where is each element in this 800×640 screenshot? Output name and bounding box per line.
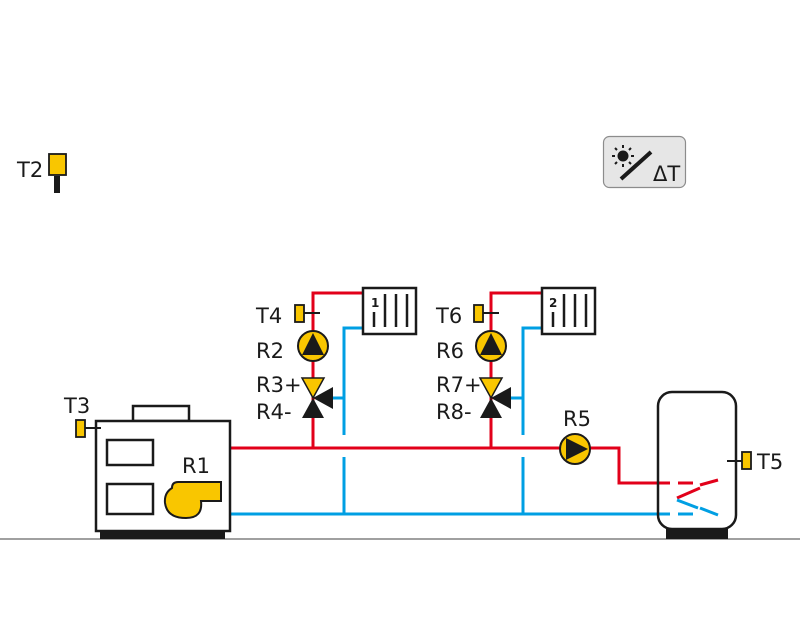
sensor-label-t4: T4 [255,304,282,328]
boiler-door-upper [105,438,155,467]
circuit2-hot-pipe [489,291,542,448]
boiler-base [100,531,225,539]
heating-circuit-2: 2 T6 R6 R7+ R8- [435,286,597,424]
fan-icon [163,481,222,520]
circuit1-cold-pipe [342,326,363,435]
mixing-valve-icon [478,377,511,418]
relay-label-r2: R2 [256,339,284,363]
relay-label-r6: R6 [436,339,464,363]
relay-label-r1: R1 [182,454,210,478]
temperature-sensor-icon [741,451,752,470]
relay-label-r7: R7+ [436,373,482,397]
delta-t-label: ΔT [653,162,680,186]
solar-delta-t-button[interactable]: ΔT [602,135,687,189]
mixing-valve-icon [300,377,333,418]
relay-label-r4: R4- [256,400,292,424]
sun-icon [612,145,634,167]
outdoor-sensor: T2 [16,153,67,193]
tank-coil [658,478,719,517]
pump-icon [475,330,507,362]
tank-pump: R5 [559,407,591,465]
storage-tank: T5 [656,390,783,539]
pump-icon [297,330,329,362]
sensor-stem [54,176,60,193]
boiler-door-lower [105,482,155,516]
temperature-sensor-icon [294,304,305,323]
tank-base [666,529,728,539]
sensor-label-t3: T3 [63,394,90,418]
temperature-sensor-icon [75,419,86,438]
relay-label-r3: R3+ [256,373,302,397]
relay-label-r5: R5 [563,407,591,431]
temperature-sensor-icon [48,153,67,176]
heating-circuit-1: 1 T4 R2 R3+ R4- [255,286,418,424]
temperature-sensor-icon [473,304,484,323]
pump-icon [559,433,591,465]
sensor-label-t6: T6 [435,304,462,328]
solar-panel-icon [619,150,653,181]
circuit2-cold-pipe [521,326,542,435]
boiler: R1 [94,404,232,539]
sensor-label-t5: T5 [756,450,783,474]
boiler-top [131,404,191,423]
relay-label-r8: R8- [436,400,472,424]
circuit-number: 2 [549,296,557,310]
circuit1-hot-pipe [311,291,363,448]
sensor-label-t2: T2 [16,158,43,182]
circuit-number: 1 [371,296,379,310]
pipes [230,291,719,517]
tank-charge-pipe [590,446,658,485]
boiler-sensor: T3 [63,394,101,438]
